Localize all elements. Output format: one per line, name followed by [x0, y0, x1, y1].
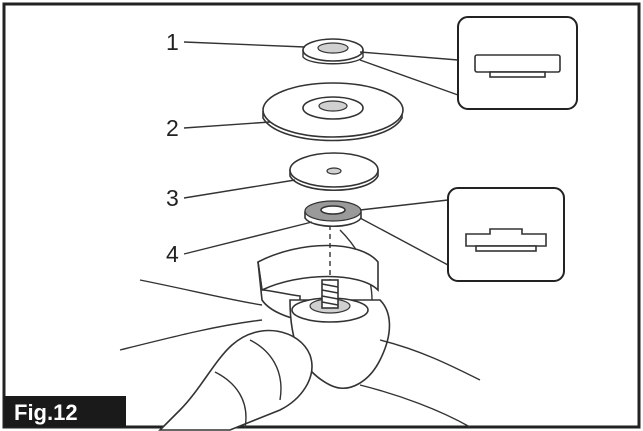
callout-4: 4 — [166, 221, 313, 267]
grinder-body — [119, 229, 481, 431]
callout-number-4: 4 — [166, 241, 179, 267]
figure-label: Fig.12 — [4, 396, 126, 427]
grinding-wheel-part — [262, 82, 404, 142]
callout-number-2: 2 — [166, 115, 179, 141]
flexible-pad-part — [289, 152, 379, 191]
figure-label-text: Fig.12 — [14, 400, 78, 425]
callout-3: 3 — [166, 179, 296, 211]
callout-number-1: 1 — [166, 29, 179, 55]
inner-flange-part — [304, 200, 362, 227]
lock-nut-part — [302, 38, 364, 65]
lock-nut-detail-box — [359, 16, 578, 110]
inner-flange-detail-box — [359, 187, 565, 282]
callout-1: 1 — [166, 29, 306, 55]
callout-2: 2 — [166, 115, 271, 141]
callout-number-3: 3 — [166, 185, 179, 211]
